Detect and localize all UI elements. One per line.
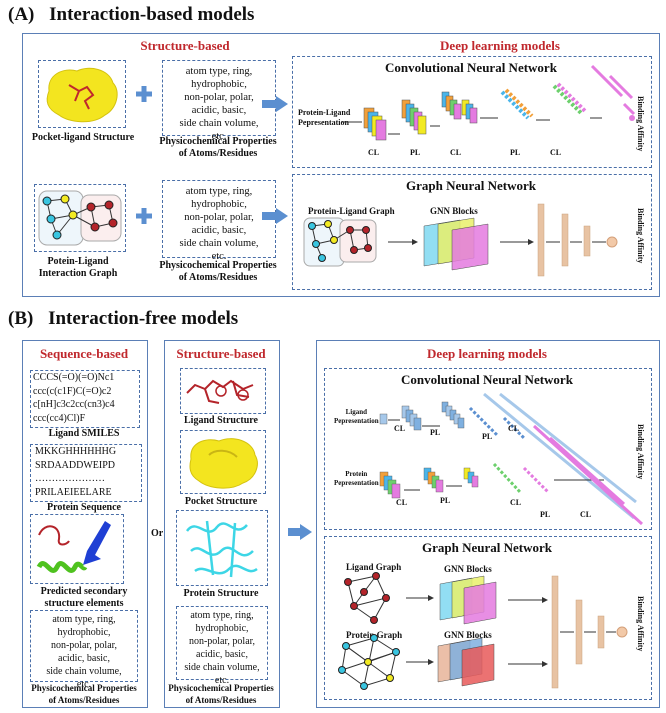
cnn-output-a: Binding Affinity xyxy=(636,96,645,152)
cnn-b-cl-5: CL xyxy=(580,510,592,519)
cnn-title-b: Convolutional Neural Network xyxy=(401,372,573,387)
section-a-title: (A) Interaction-based models xyxy=(8,4,254,26)
deep-learning-panel-b xyxy=(316,340,660,708)
cnn-b-cl-2: CL xyxy=(508,424,520,433)
cnn-cl-label-3: CL xyxy=(550,148,562,157)
properties-box-4: atom type, ring, hydrophobic, non-polar,… xyxy=(176,606,268,686)
gnn-blocks-b2: GNN Blocks xyxy=(444,630,492,640)
plus-icon-2 xyxy=(136,208,152,224)
cnn-pl-label-1: PL xyxy=(410,148,421,157)
gnn-output-a: Binding Affinity xyxy=(636,208,645,264)
interaction-graph-caption: Potein-Ligand Interaction Graph xyxy=(38,256,118,279)
deep-learning-heading-b: Deep learning models xyxy=(427,346,547,361)
cnn-b-cl-3: CL xyxy=(396,498,408,507)
secondary-structure-box xyxy=(30,514,124,584)
cnn-b-pl-3: PL xyxy=(440,496,451,505)
section-a-panel xyxy=(22,33,660,297)
ligand-structure-image xyxy=(186,379,254,404)
sequence-based-panel xyxy=(22,340,148,708)
cnn-b-pl-1: PL xyxy=(430,428,441,437)
structure-based-panel-b xyxy=(164,340,280,708)
interaction-graph-image xyxy=(38,190,122,246)
cnn-b-cl-4: CL xyxy=(510,498,522,507)
pocket-ligand-caption: Pocket-ligand Structure xyxy=(31,132,135,143)
cnn-input-a: Protein-Ligand Pepresentation xyxy=(298,108,351,127)
properties-caption-1: Physicochemical Properties of Atoms/Resi… xyxy=(159,136,277,159)
pocket-structure-caption: Pocket Structure xyxy=(184,496,258,507)
pocket-ligand-image xyxy=(46,67,118,123)
sequence-based-heading: Sequence-based xyxy=(39,346,129,361)
smiles-caption: Ligand SMILES xyxy=(48,428,120,439)
protein-sequence-box: MKKGHHHHHHG SRDAADDWEIPD ………………… PRILAEI… xyxy=(30,444,142,502)
arrow-right-icon xyxy=(262,96,288,112)
cnn-pl-label-2: PL xyxy=(510,148,521,157)
protein-structure-caption: Protein Structure xyxy=(183,588,259,599)
cnn-cl-label-2: CL xyxy=(450,148,462,157)
cnn-b-pl-4: PL xyxy=(540,510,551,519)
pocket-ligand-box xyxy=(38,60,126,128)
gnn-diagram-b xyxy=(338,572,628,690)
deep-learning-heading: Deep learning models xyxy=(440,38,560,53)
cnn-ligand-input: Ligand Pepresentation xyxy=(334,408,379,425)
gnn-blocks-b1: GNN Blocks xyxy=(444,564,492,574)
ligand-structure-box xyxy=(180,368,266,414)
ligand-graph-label: Ligand Graph xyxy=(346,562,402,572)
cnn-b-pl-2: PL xyxy=(482,432,493,441)
gnn-panel-b xyxy=(324,536,652,700)
secondary-structure-image xyxy=(36,521,111,573)
properties-box-1: atom type, ring, hydrophobic, non-polar,… xyxy=(162,60,276,142)
cnn-title-a: Convolutional Neural Network xyxy=(385,60,557,75)
protein-structure-box xyxy=(176,510,268,586)
properties-caption-3: Physicochemical Properties of Atoms/Resi… xyxy=(31,683,137,705)
ligand-structure-caption: Ligand Structure xyxy=(184,415,258,426)
section-a-heading: Interaction-based models xyxy=(49,4,255,25)
properties-caption-4: Physicochemical Properties of Atoms/Resi… xyxy=(168,683,274,705)
cnn-b-cl-1: CL xyxy=(394,424,406,433)
smiles-box: CCCS(=O)(=O)Nc1 ccc(c(c1F)C(=O)c2 c[nH]c… xyxy=(30,370,140,428)
or-label: Or xyxy=(151,528,164,539)
cnn-diagram-a xyxy=(342,64,636,141)
pocket-structure-image xyxy=(189,438,258,489)
properties-box-3: atom type, ring, hydrophobic, non-polar,… xyxy=(30,610,138,690)
properties-caption-2: Physicochemical Properties of Atoms/Resi… xyxy=(159,260,277,283)
gnn-title-b: Graph Neural Network xyxy=(422,540,552,555)
section-b-letter: (B) xyxy=(8,308,34,329)
structure-based-heading-b: Structure-based xyxy=(176,346,266,361)
cnn-protein-input: Protein Pepresentation xyxy=(334,470,379,487)
section-b-title: (B) Interaction-free models xyxy=(8,308,238,330)
gnn-output-b: Binding Affinity xyxy=(636,596,645,652)
gnn-title-a: Graph Neural Network xyxy=(406,178,536,193)
protein-sequence-caption: Protein Sequence xyxy=(47,502,121,513)
cnn-diagram-b xyxy=(379,392,644,526)
structure-based-heading: Structure-based xyxy=(140,38,230,53)
section-a-letter: (A) xyxy=(8,4,35,25)
gnn-diagram-a xyxy=(303,203,618,277)
interaction-graph-box xyxy=(34,184,126,252)
properties-box-2: atom type, ring, hydrophobic, non-polar,… xyxy=(162,180,276,262)
cnn-cl-label-1: CL xyxy=(368,148,380,157)
gnn-blocks-a: GNN Blocks xyxy=(430,206,478,216)
cnn-output-b: Binding Affinity xyxy=(636,424,645,480)
cnn-panel-a xyxy=(292,56,652,168)
secondary-structure-caption: Predicted secondary structure elements xyxy=(40,586,128,609)
protein-structure-image xyxy=(185,520,258,578)
pocket-structure-box xyxy=(180,430,266,494)
plus-icon xyxy=(136,86,152,102)
gnn-input-a: Protein-Ligand Graph xyxy=(308,206,395,216)
section-b-heading: Interaction-free models xyxy=(48,308,239,329)
arrow-right-icon-2 xyxy=(262,208,288,224)
arrow-right-icon-3 xyxy=(288,524,312,540)
gnn-panel-a xyxy=(292,174,652,290)
cnn-panel-b xyxy=(324,368,652,530)
